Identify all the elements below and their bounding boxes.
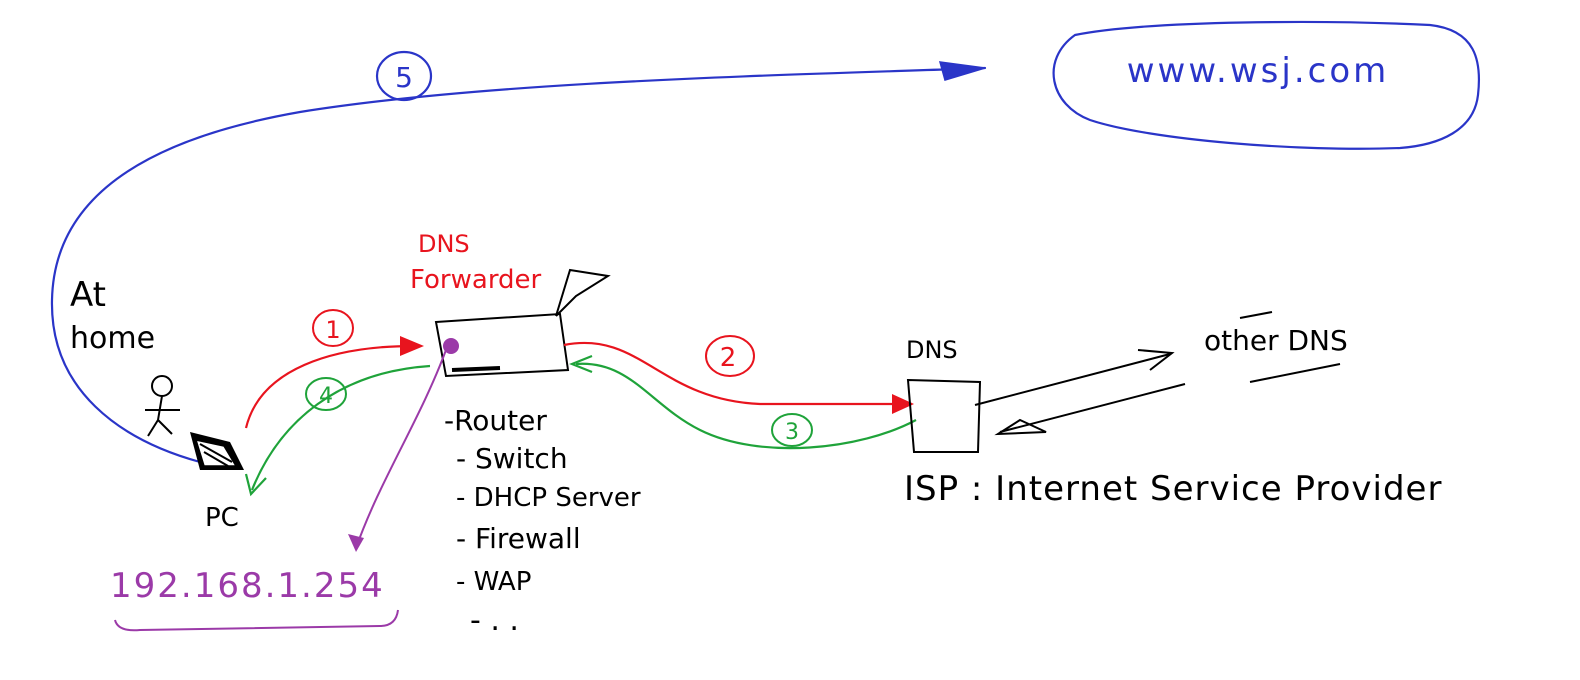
step3-number: 3 (785, 420, 799, 445)
antenna-icon (555, 268, 611, 317)
step2-number: 2 (720, 343, 737, 373)
step2-arrowhead (892, 394, 914, 414)
isp-label: ISP : Internet Service Provider (904, 469, 1442, 509)
step3-circle (771, 413, 813, 447)
step3-arrow (575, 362, 917, 450)
forwarder-label-line1: DNS (418, 230, 470, 258)
step3-arrowhead (569, 354, 593, 374)
router-item-more: - . . (470, 603, 519, 638)
other-dns-top-stroke (1239, 311, 1273, 319)
forwarder-label-line2: Forwarder (410, 265, 542, 295)
home-label: home (70, 321, 155, 356)
other-dns-label: other DNS (1204, 324, 1348, 357)
pc-icon (190, 432, 244, 470)
step5-arrow (50, 66, 987, 464)
website-cloud (1052, 20, 1481, 150)
step2-circle (705, 335, 755, 377)
person-icon (145, 375, 180, 437)
ip-label: 192.168.1.254 (110, 566, 385, 606)
router-ip-dot (443, 338, 459, 354)
ip-brace (114, 609, 399, 632)
step1-arrow (244, 344, 421, 429)
dns-label: DNS (906, 336, 958, 364)
router-item-switch: - Switch (456, 442, 568, 475)
pc-label: PC (205, 503, 239, 533)
router-item-firewall: - Firewall (456, 522, 581, 555)
other-dns-bottom-stroke (1249, 363, 1341, 383)
to-other-dns-arrowhead (1137, 349, 1175, 371)
ip-pointer-line (355, 349, 447, 549)
step2-arrow (563, 341, 912, 406)
step4-arrow (250, 364, 431, 491)
to-other-dns-arrow (974, 353, 1171, 406)
step5-arrowhead (938, 61, 986, 81)
router-item-router: -Router (444, 404, 547, 437)
website-label: www.wsj.com (1127, 51, 1390, 91)
step4-arrowhead (244, 473, 267, 497)
step4-circle (305, 377, 347, 411)
router-item-wap: - WAP (456, 567, 531, 597)
step1-arrowhead (400, 336, 424, 356)
router-item-dhcp: - DHCP Server (456, 483, 641, 513)
step4-number: 4 (319, 384, 333, 409)
ip-pointer-arrowhead (348, 534, 364, 552)
step5-circle (375, 50, 433, 102)
at-label: At (70, 275, 106, 315)
step1-circle (312, 309, 354, 347)
from-other-dns-arrowhead (994, 418, 1047, 436)
step5-number: 5 (395, 61, 413, 94)
step1-number: 1 (325, 316, 340, 344)
dns-server-box-icon (906, 378, 982, 453)
